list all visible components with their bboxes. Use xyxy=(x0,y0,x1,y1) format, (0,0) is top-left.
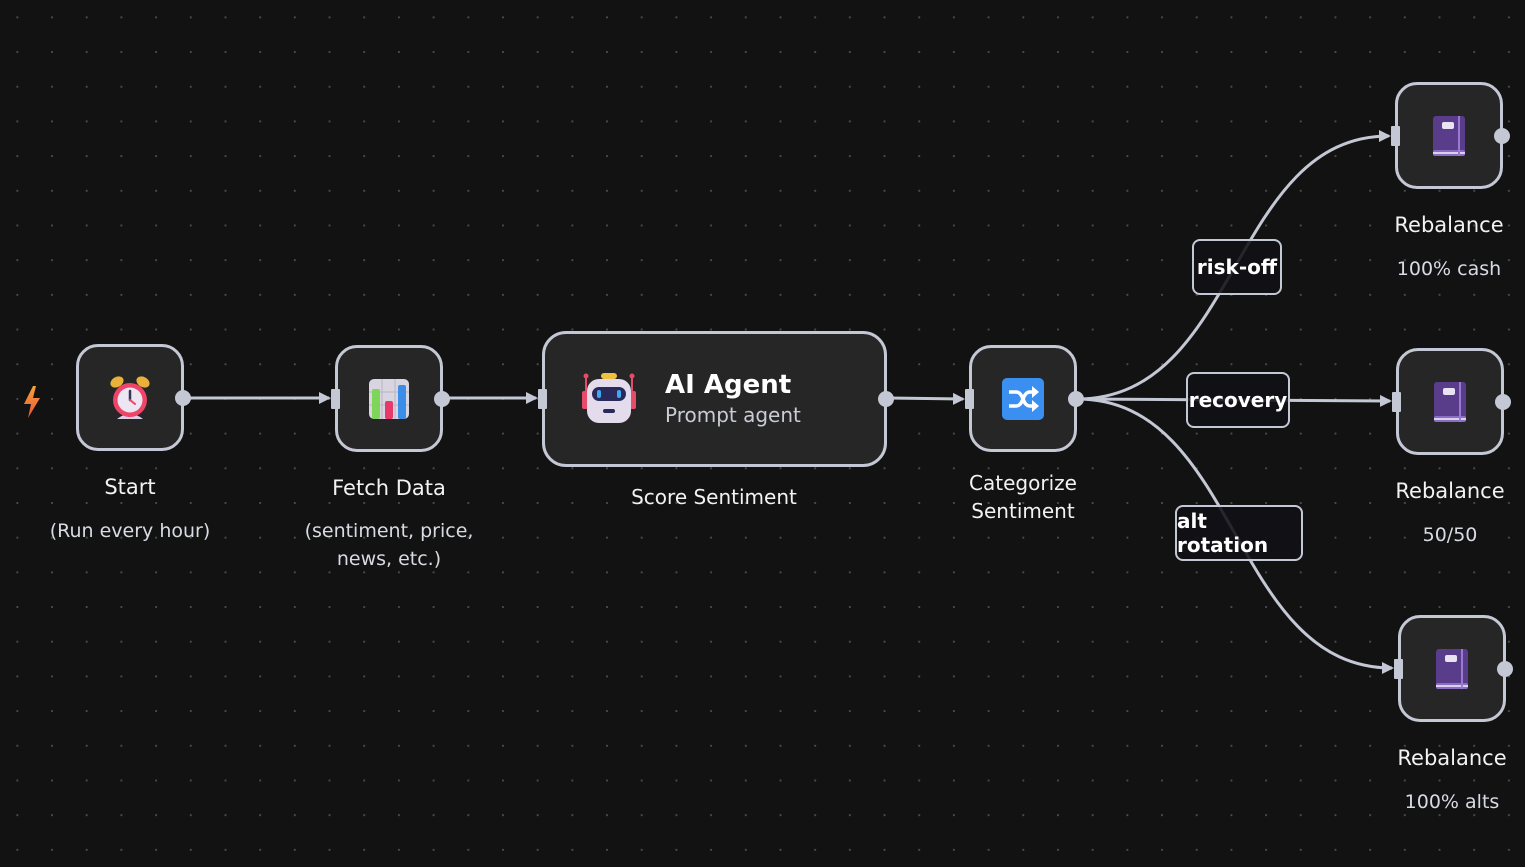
ai-agent-input-handle[interactable] xyxy=(538,389,547,409)
notebook-icon xyxy=(1434,381,1466,422)
start-node[interactable] xyxy=(76,344,191,451)
rebalance-alts-node[interactable] xyxy=(1394,615,1513,722)
edge-label-risk-off[interactable]: risk-off xyxy=(1192,239,1282,295)
rebalance-cash-subtitle: 100% cash xyxy=(1396,258,1502,280)
rebalance-split-output-handle[interactable] xyxy=(1495,393,1511,410)
categorize-node[interactable] xyxy=(965,345,1084,452)
ai-agent-title: AI Agent xyxy=(665,370,792,400)
ai-agent-caption: Score Sentiment xyxy=(631,485,797,509)
rebalance-cash-node[interactable] xyxy=(1391,82,1510,189)
rebalance-cash-title: Rebalance xyxy=(1394,213,1504,237)
rebalance-alts-input-handle[interactable] xyxy=(1394,658,1403,679)
alarm-clock-icon xyxy=(110,375,150,419)
rebalance-alts-title: Rebalance xyxy=(1397,746,1507,770)
bar-chart-icon xyxy=(369,378,409,419)
shuffle-icon xyxy=(1002,377,1044,420)
rebalance-split-subtitle: 50/50 xyxy=(1422,524,1478,546)
edge-agent-categorize[interactable] xyxy=(885,392,965,405)
notebook-icon xyxy=(1433,115,1465,156)
edge-label-recovery[interactable]: recovery xyxy=(1186,372,1290,428)
rebalance-alts-output-handle[interactable] xyxy=(1497,660,1513,677)
fetch-data-subtitle-line2: news, etc.) xyxy=(336,548,442,570)
rebalance-alts-subtitle: 100% alts xyxy=(1404,791,1500,813)
rebalance-split-node[interactable] xyxy=(1392,348,1511,455)
categorize-title-line1: Categorize xyxy=(969,471,1077,495)
ai-agent-node[interactable]: AI Agent Prompt agent xyxy=(538,331,894,467)
rebalance-cash-input-handle[interactable] xyxy=(1391,125,1400,146)
fetch-data-input-handle[interactable] xyxy=(331,388,340,409)
categorize-output-handle[interactable] xyxy=(1068,390,1084,407)
notebook-icon xyxy=(1436,648,1468,689)
ai-agent-subtitle: Prompt agent xyxy=(665,403,801,427)
start-title: Start xyxy=(104,475,156,499)
categorize-title-line2: Sentiment xyxy=(971,499,1075,523)
fetch-data-subtitle-line1: (sentiment, price, xyxy=(304,520,474,542)
fetch-data-output-handle[interactable] xyxy=(434,390,450,407)
robot-icon xyxy=(582,373,636,423)
start-subtitle: (Run every hour) xyxy=(49,520,211,542)
fetch-data-title: Fetch Data xyxy=(332,476,446,500)
rebalance-cash-output-handle[interactable] xyxy=(1494,127,1510,144)
rebalance-split-title: Rebalance xyxy=(1395,479,1505,503)
start-output-handle[interactable] xyxy=(175,389,191,406)
ai-agent-output-handle[interactable] xyxy=(878,391,894,407)
fetch-data-node[interactable] xyxy=(331,345,450,452)
edge-label-alt-rotation[interactable]: alt rotation xyxy=(1175,505,1303,561)
categorize-input-handle[interactable] xyxy=(965,388,974,409)
rebalance-split-input-handle[interactable] xyxy=(1392,391,1401,412)
lightning-bolt-icon xyxy=(24,386,40,418)
